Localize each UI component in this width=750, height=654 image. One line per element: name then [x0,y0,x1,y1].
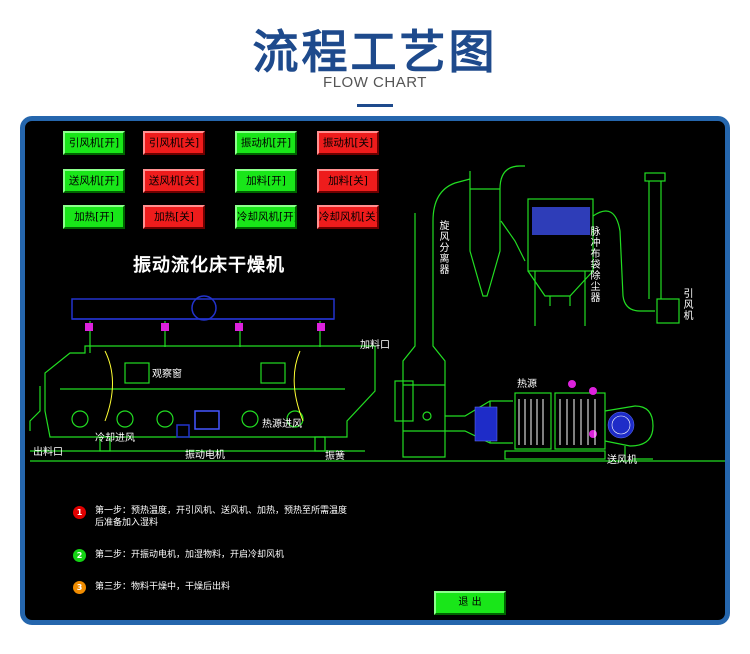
process-diagram [29,165,725,462]
step-2-text: 第二步：开振动电机，加湿物料，开启冷却风机 [95,550,285,560]
discharge-port-label: 出料口 [33,447,63,458]
cyclone-label: 旋风分离器 [439,221,450,276]
cooling-air-inlet-label: 冷却进风 [95,433,135,444]
heat-on-button[interactable]: 加热[开] [63,205,125,229]
step-3-number: 3 [73,581,86,594]
bag-filter-label: 脉冲布袋除尘器 [590,227,601,304]
induced-fan-on-button[interactable]: 引风机[开] [63,131,125,155]
blower-on-button[interactable]: 送风机[开] [63,169,125,193]
step-1-number: 1 [73,506,86,519]
flow-chart-panel: 引风机[开] 引风机[关] 振动机[开] 振动机[关] 送风机[开] 送风机[关… [20,116,730,625]
vibration-motor-label: 振动电机 [185,450,225,461]
exit-button[interactable]: 退 出 [434,591,506,615]
feed-on-button[interactable]: 加料[开] [235,169,297,193]
spring-label: 振簧 [325,451,345,462]
induced-fan-label: 引风机 [683,289,694,322]
heat-air-inlet-label: 热源进风 [262,419,302,430]
machine-title: 振动流化床干燥机 [133,255,285,276]
blower-off-button[interactable]: 送风机[关] [143,169,205,193]
vibration-on-button[interactable]: 振动机[开] [235,131,297,155]
induced-fan-off-button[interactable]: 引风机[关] [143,131,205,155]
cooling-fan-on-button[interactable]: 冷却风机[开] [235,205,297,229]
step-2-number: 2 [73,549,86,562]
cooling-fan-off-button[interactable]: 冷却风机[关] [317,205,379,229]
step-3-text: 第三步：物料干燥中，干燥后出料 [95,582,231,592]
heat-off-button[interactable]: 加热[关] [143,205,205,229]
observation-window-label: 观察窗 [152,369,182,380]
title-underline [357,104,393,107]
page-subtitle: FLOW CHART [323,74,427,91]
vibration-off-button[interactable]: 振动机[关] [317,131,379,155]
feed-off-button[interactable]: 加料[关] [317,169,379,193]
step-1-text: 第一步：预热温度，开引风机、送风机、加热，预热至所需温度后准备加入湿料 [95,506,348,528]
heat-source-label: 热源 [517,379,537,390]
blower-label: 送风机 [607,455,637,466]
feed-port-label: 加料口 [360,340,390,351]
page-title: 流程工艺图 [252,25,498,79]
